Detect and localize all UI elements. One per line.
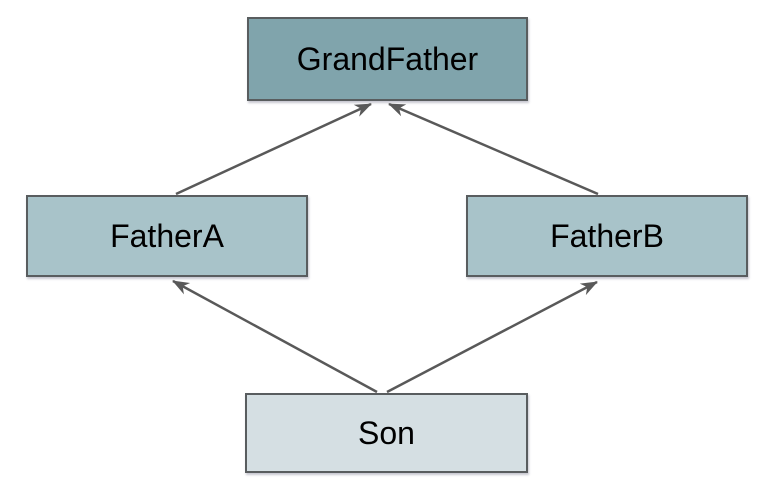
node-son-label: Son: [358, 414, 415, 451]
node-fathera-label: FatherA: [110, 217, 224, 254]
edge-son-fathera: [172, 279, 378, 394]
node-grandfather: GrandFather: [247, 17, 528, 101]
node-fathera: FatherA: [26, 195, 308, 277]
node-fatherb-label: FatherB: [550, 217, 664, 254]
node-fatherb: FatherB: [466, 195, 748, 277]
node-son: Son: [245, 393, 528, 473]
edge-son-fatherb: [386, 280, 598, 394]
node-grandfather-label: GrandFather: [296, 40, 479, 77]
edge-fatherb-grandfather: [388, 102, 599, 196]
edge-fathera-grandfather: [175, 102, 372, 196]
